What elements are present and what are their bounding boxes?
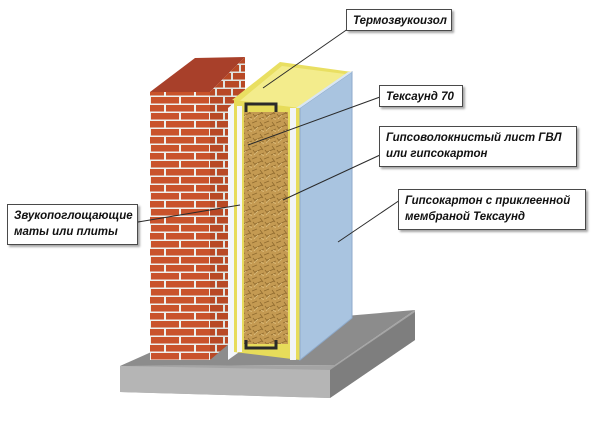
label-zvukopogloshchayushchie-maty: Звукопоглощающие маты или плиты [7, 204, 138, 245]
label-gipsokarton-membrana: Гипсокартон с приклеенной мембраной Текс… [398, 189, 586, 230]
metal-profile [244, 102, 278, 350]
label-gvl: Гипсоволокнистый лист ГВЛ или гипсокарто… [379, 126, 577, 167]
label-termozvukoizol: Термозвукоизол [346, 9, 452, 31]
drywall-panel [296, 71, 353, 362]
label-mats-line2: маты или плиты [14, 226, 118, 238]
label-gvl-line2: или гипсокартон [386, 148, 488, 160]
label-termozvukoizol-text: Термозвукоизол [353, 15, 447, 27]
label-mats-line1: Звукопоглощающие [14, 210, 133, 222]
label-teksaund70-text: Тексаунд 70 [386, 91, 454, 103]
insulation-core [244, 112, 288, 344]
label-gvl-line1: Гипсоволокнистый лист ГВЛ [386, 132, 562, 144]
label-teksaund70: Тексаунд 70 [379, 85, 463, 107]
label-gk-line2: мембраной Тексаунд [405, 211, 526, 223]
label-gk-line1: Гипсокартон с приклеенной [405, 195, 571, 207]
gvl-board [290, 108, 296, 360]
leader-lines [137, 23, 401, 243]
